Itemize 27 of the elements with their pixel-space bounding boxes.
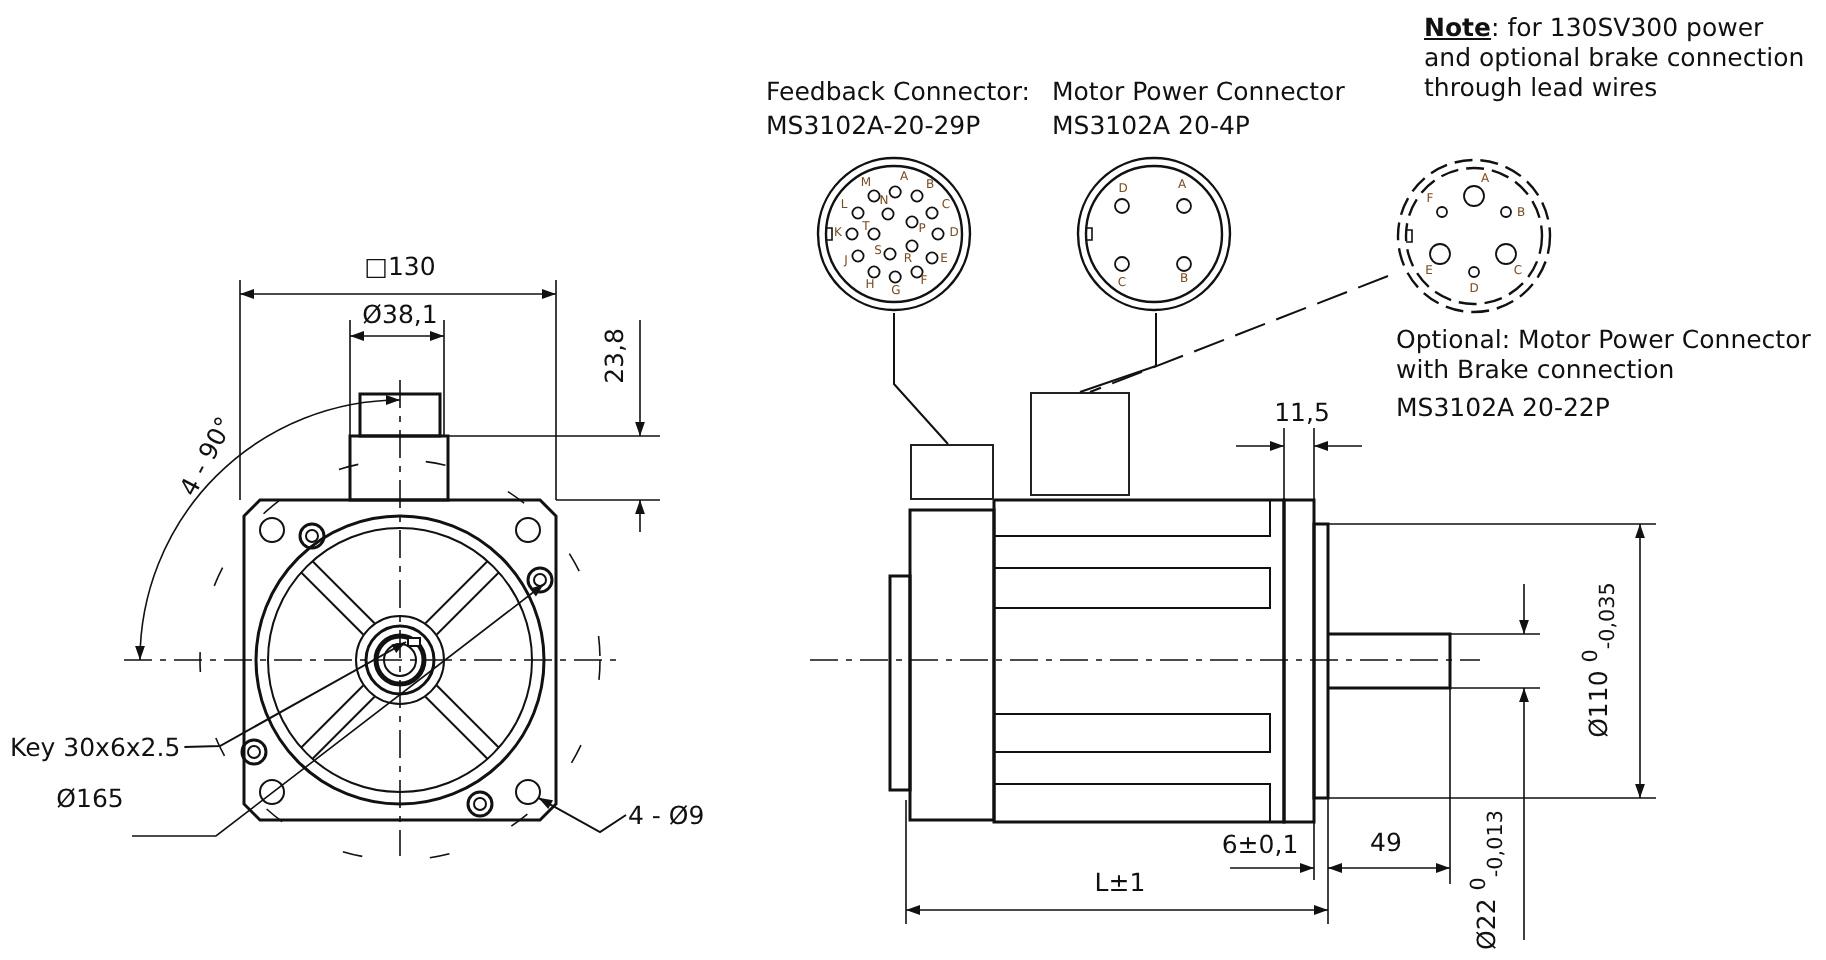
- part-number: MS3102A-20-29P: [766, 110, 981, 140]
- callout-label: 4 - Ø9: [628, 800, 705, 830]
- dimension-text: 11,5: [1274, 397, 1330, 427]
- mounting-hole: [515, 779, 541, 805]
- leader-line: [1089, 275, 1389, 393]
- leader-line: [183, 641, 407, 748]
- leader-line: [893, 312, 949, 445]
- dimension-text: 23,8: [599, 328, 629, 384]
- shaft-key: [407, 637, 421, 647]
- note-text: Note: for 130SV300 power and optional brake connection through lead wires: [1424, 12, 1807, 102]
- dimension-text: 49: [1370, 827, 1402, 857]
- part-number: MS3102A 20-4P: [1052, 110, 1250, 140]
- connector-title: Motor Power Connector: [1052, 76, 1345, 106]
- dimension-text: 6±0,1: [1221, 829, 1299, 859]
- dimension-text: □130: [364, 251, 436, 281]
- leader-line: [537, 796, 627, 834]
- part-number: MS3102A 20-22P: [1396, 392, 1610, 422]
- connector-title: Optional: Motor Power Connector with Brake connection: [1396, 324, 1813, 384]
- dimension-text: L±1: [1094, 867, 1146, 897]
- dimension-text: 4 - 90°: [172, 411, 240, 501]
- callout-label: Key 30x6x2.5: [10, 732, 181, 762]
- connector-title: Feedback Connector:: [766, 76, 1030, 106]
- connector-housing: [1030, 392, 1130, 496]
- dimension-text: Ø165: [56, 783, 124, 813]
- connector-housing: [910, 444, 994, 500]
- leader-line: [1079, 312, 1157, 393]
- dimension-text: Ø38,1: [362, 299, 438, 329]
